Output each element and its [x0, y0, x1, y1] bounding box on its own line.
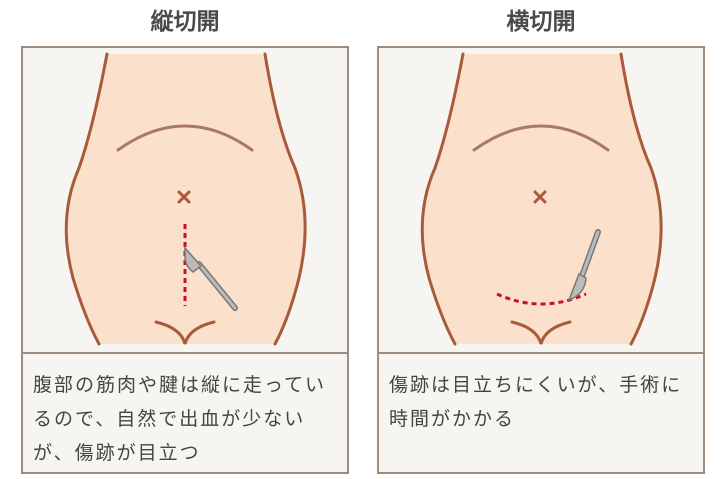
torso-left-outline: [420, 52, 465, 346]
scalpel-icon: [184, 246, 238, 311]
vertical-incision-panel: 腹部の筋肉や腱は縦に走っているので、自然で出血が少ないが、傷跡が目立つ: [21, 46, 349, 474]
vertical-incision-illustration: [64, 52, 307, 346]
torso-left-outline: [64, 52, 109, 346]
torso-right-outline: [263, 52, 307, 346]
horizontal-incision-caption: 傷跡は目立ちにくいが、手術に時間がかかる: [379, 352, 703, 472]
navel-icon: [177, 190, 191, 204]
horizontal-incision-title: 横切開: [506, 9, 576, 35]
scalpel-icon: [567, 229, 601, 302]
vertical-incision-caption: 腹部の筋肉や腱は縦に走っているので、自然で出血が少ないが、傷跡が目立つ: [23, 352, 347, 472]
belly-line: [116, 124, 254, 152]
navel-icon: [533, 190, 547, 204]
horizontal-incision-panel: 傷跡は目立ちにくいが、手術に時間がかかる: [377, 46, 705, 474]
horizontal-incision-line: [496, 292, 587, 306]
vertical-incision-title: 縦切開: [150, 9, 220, 35]
horizontal-incision-illustration: [420, 52, 663, 346]
crotch-line: [154, 320, 216, 345]
belly-line: [472, 124, 610, 152]
crotch-line: [510, 320, 572, 345]
torso-right-outline: [619, 52, 663, 346]
